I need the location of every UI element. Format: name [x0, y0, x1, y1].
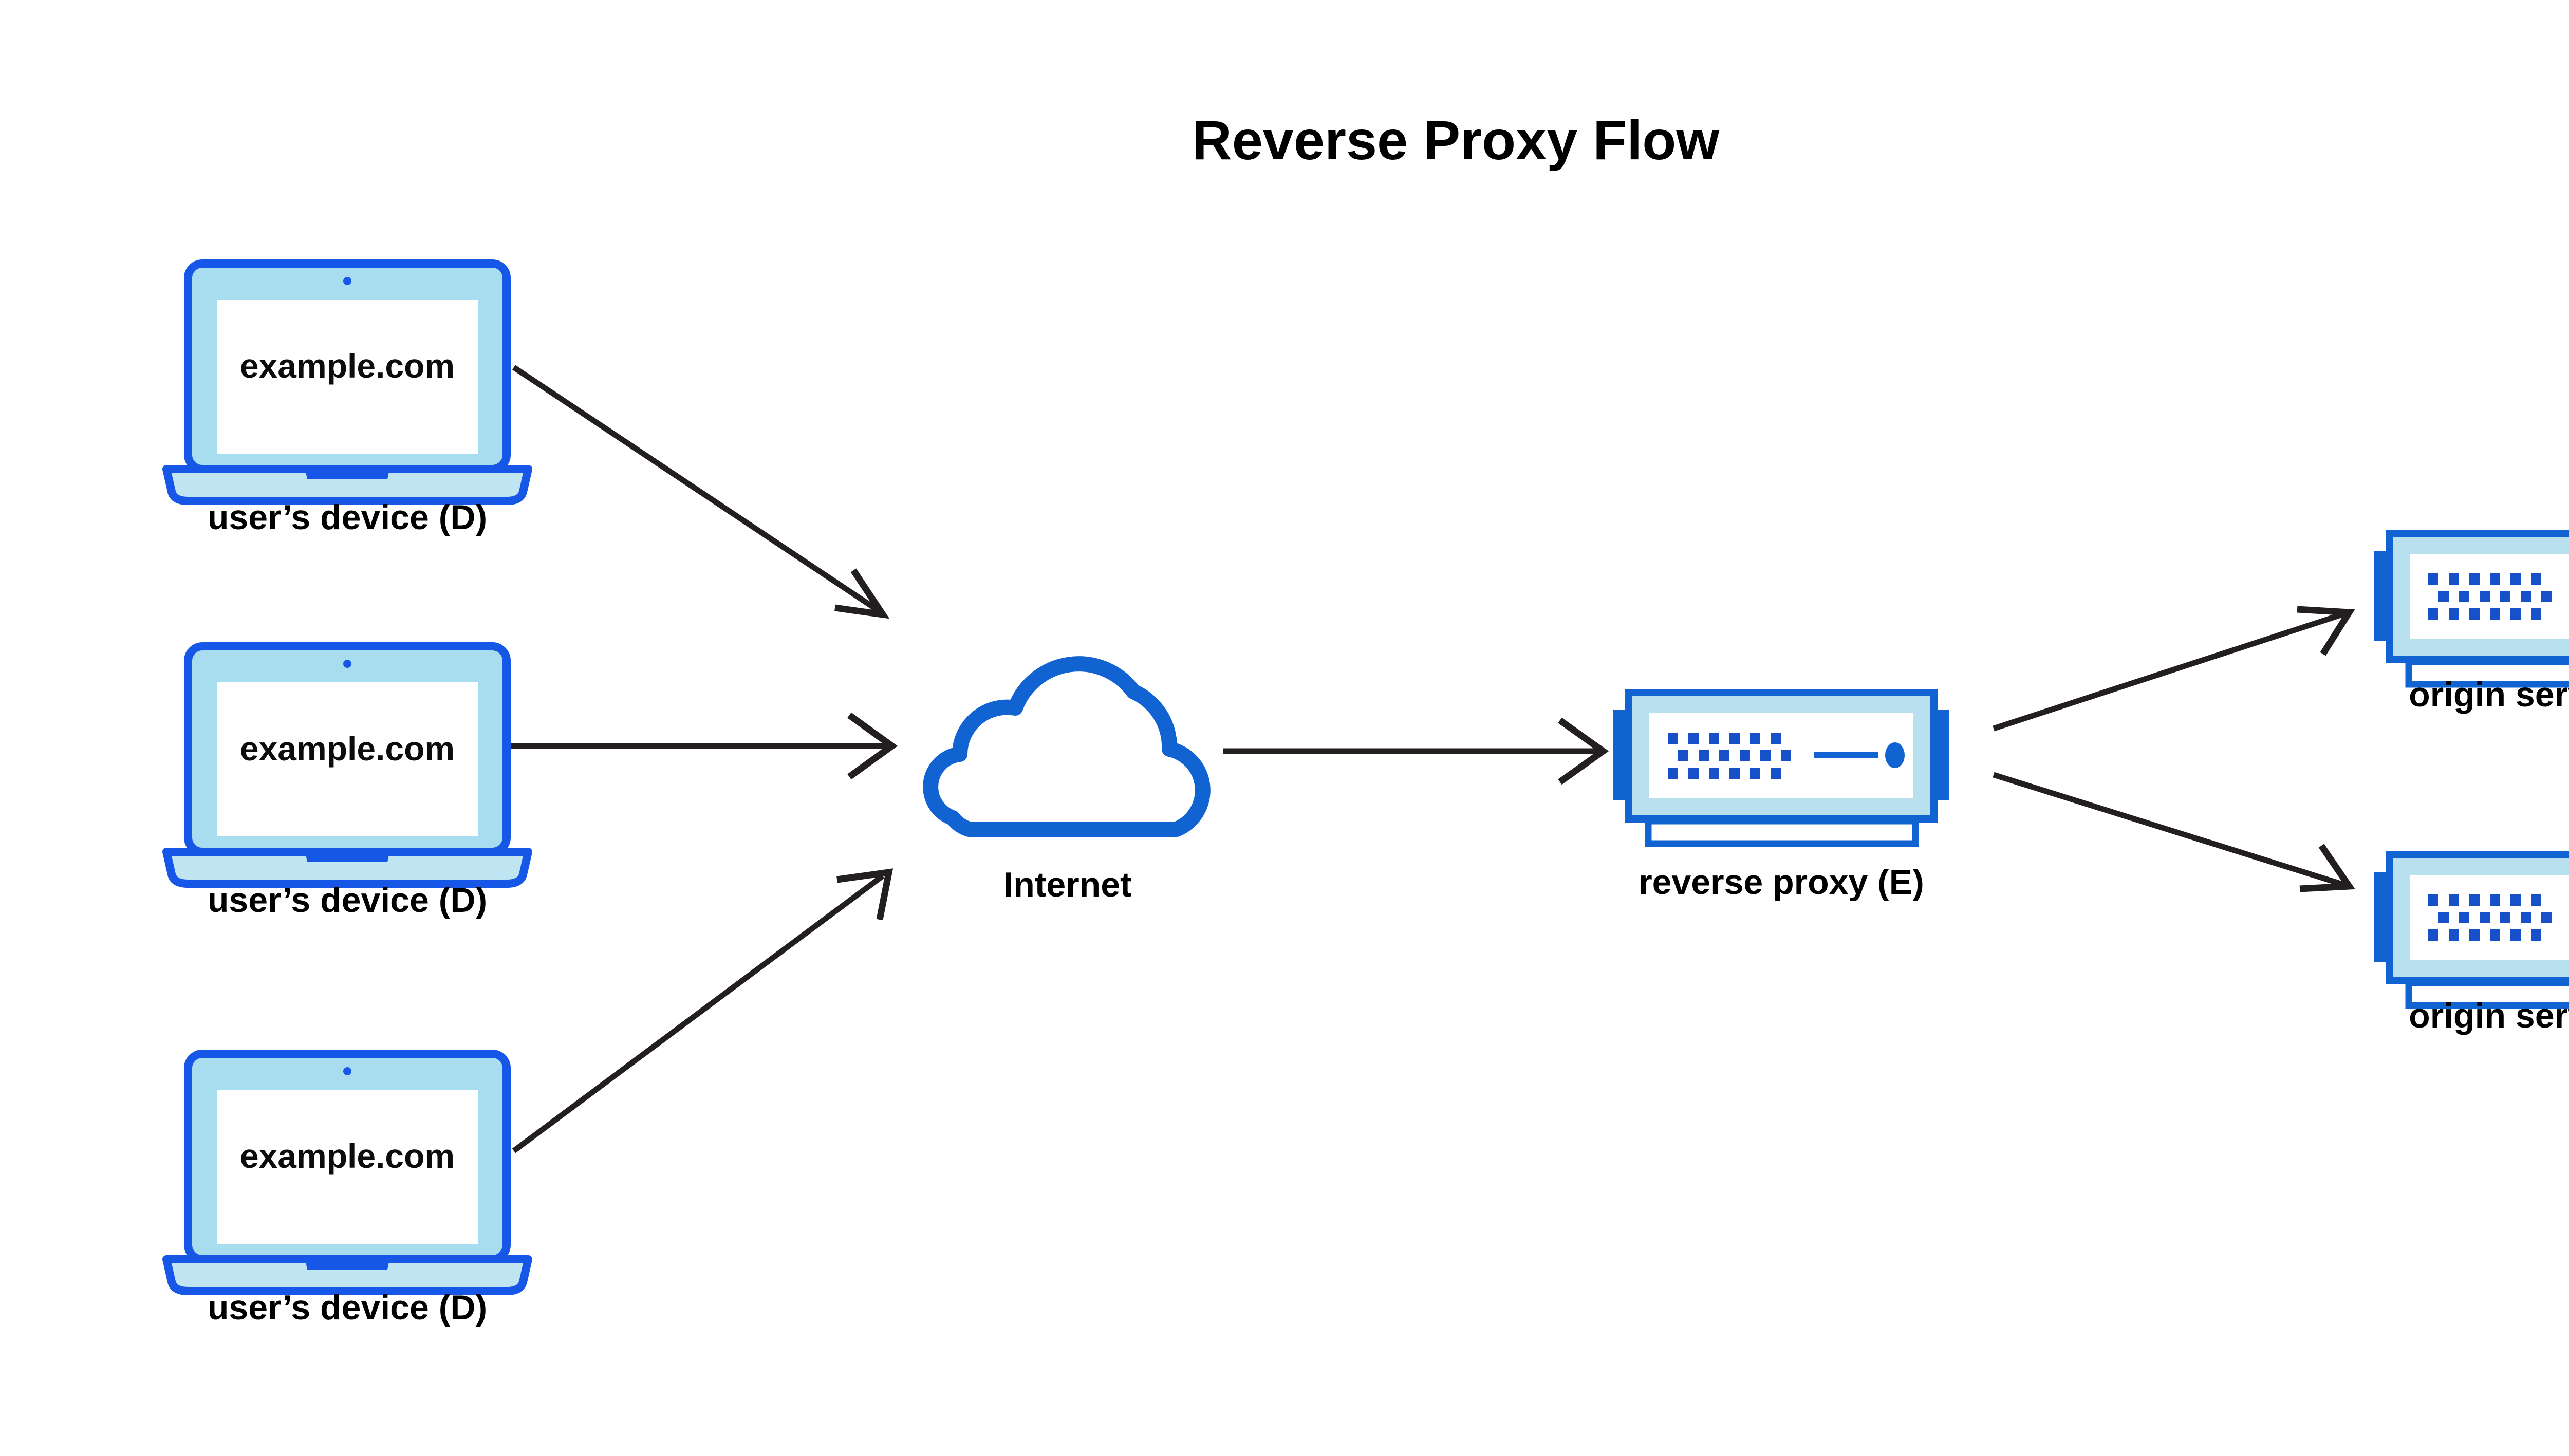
cloud-icon — [930, 664, 1203, 829]
node-device-1[interactable]: example.com user’s device (D) — [166, 264, 528, 537]
device-screen-text: example.com — [240, 347, 455, 385]
node-label-origin-2: origin server (F) — [2409, 996, 2569, 1035]
edge-device2-internet — [501, 712, 898, 780]
node-reverse-proxy[interactable]: reverse proxy (E) — [1613, 693, 1949, 902]
node-label-internet: Internet — [1003, 865, 1131, 904]
node-label-device-3: user’s device (D) — [208, 1288, 487, 1327]
server-icon — [2374, 854, 2569, 1005]
edge-device3-internet — [512, 868, 893, 1153]
edge-device1-internet — [512, 365, 890, 619]
node-label-reverse-proxy: reverse proxy (E) — [1639, 863, 1924, 902]
node-label-origin-1: origin server (F) — [2409, 675, 2569, 714]
server-icon — [2374, 533, 2569, 684]
device-screen-text: example.com — [240, 730, 455, 768]
node-label-device-2: user’s device (D) — [208, 881, 487, 920]
node-device-3[interactable]: example.com user’s device (D) — [166, 1054, 528, 1327]
node-device-2[interactable]: example.com user’s device (D) — [166, 646, 528, 920]
page-title: Reverse Proxy Flow — [1192, 109, 1720, 171]
node-origin-server-2[interactable]: origin server (F) — [2374, 854, 2569, 1035]
device-screen-text: example.com — [240, 1137, 455, 1175]
node-internet[interactable]: Internet — [930, 664, 1203, 904]
edge-proxy-origin2 — [1993, 772, 2355, 892]
server-icon — [1613, 693, 1949, 844]
edge-proxy-origin1 — [1993, 606, 2355, 732]
edge-internet-proxy — [1223, 717, 1609, 785]
node-label-device-1: user’s device (D) — [208, 498, 487, 537]
node-origin-server-1[interactable]: origin server (F) — [2374, 533, 2569, 714]
